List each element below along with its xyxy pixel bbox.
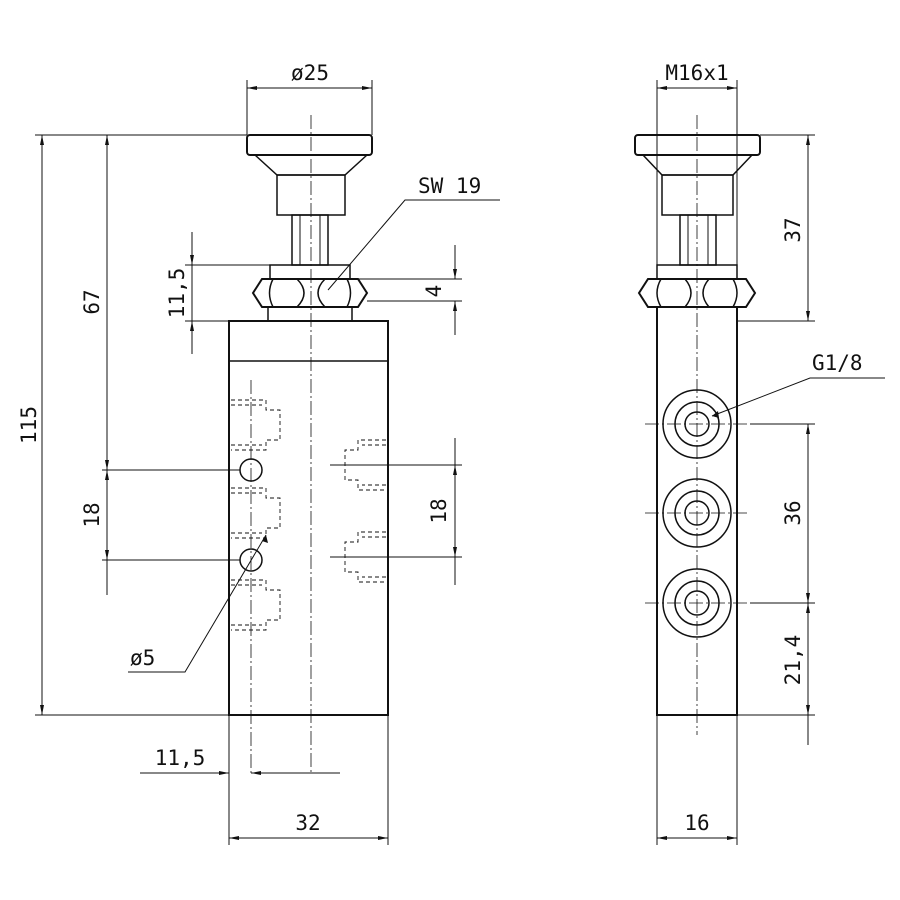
dim-button-diameter-label: ø25 [291,61,329,85]
dim-hole-offset: 11,5 [140,715,340,845]
dim-port-pitch: 36 [750,423,815,604]
dim-thread-label: M16x1 [665,61,728,85]
dim-nut-offset: 4 [350,245,462,335]
dim-total-height-label: 115 [17,406,41,444]
dim-nut-offset-label: 4 [422,285,446,298]
dim-hole-diameter: ø5 [128,534,268,673]
dim-hole-offset-label: 11,5 [155,746,206,770]
dim-body-width-label: 32 [295,811,320,835]
dim-wrench-size-label: SW 19 [418,174,481,198]
dim-to-port: 67 [80,135,240,471]
dim-port-thread: G1/8 [711,351,885,418]
dim-port-pitch-left: 18 [80,470,240,595]
dim-hole-diameter-label: ø5 [130,646,155,670]
dim-port-pitch-left-label: 18 [80,502,104,527]
side-ports [645,389,750,638]
side-hex-nut [637,264,757,308]
right-ports-hidden [344,439,386,583]
dim-nut-height: 11,5 [165,232,270,354]
valve-body [228,320,389,716]
dim-port-thread-label: G1/8 [812,351,863,375]
dim-wrench-size: SW 19 [327,174,500,291]
dim-port-pitch-right: 18 [330,438,462,585]
dim-button-diameter: ø25 [246,61,373,135]
side-valve-body [656,306,738,716]
side-push-button [634,134,761,266]
dim-body-thickness-label: 16 [684,811,709,835]
dim-port-pitch-right-label: 18 [427,498,451,523]
dim-body-width: 32 [229,715,389,845]
dim-body-thickness: 16 [656,715,738,845]
dim-button-height-label: 37 [781,217,805,242]
dim-thread: M16x1 [656,61,738,265]
dim-bottom-port-label: 21,4 [781,635,805,686]
push-button [246,134,373,266]
dim-button-height: 37 [737,134,815,322]
dim-port-pitch-label: 36 [781,500,805,525]
side-view: M16x1 37 G1/8 36 21,4 [634,61,885,845]
dim-nut-height-label: 11,5 [165,268,189,319]
left-ports-hidden [231,399,281,631]
dim-to-port-label: 67 [80,289,104,314]
hex-nut [251,264,369,322]
dim-total-height: 115 [17,134,247,716]
front-view: ø25 SW 19 115 67 18 [17,61,500,845]
dim-bottom-port: 21,4 [737,603,815,745]
